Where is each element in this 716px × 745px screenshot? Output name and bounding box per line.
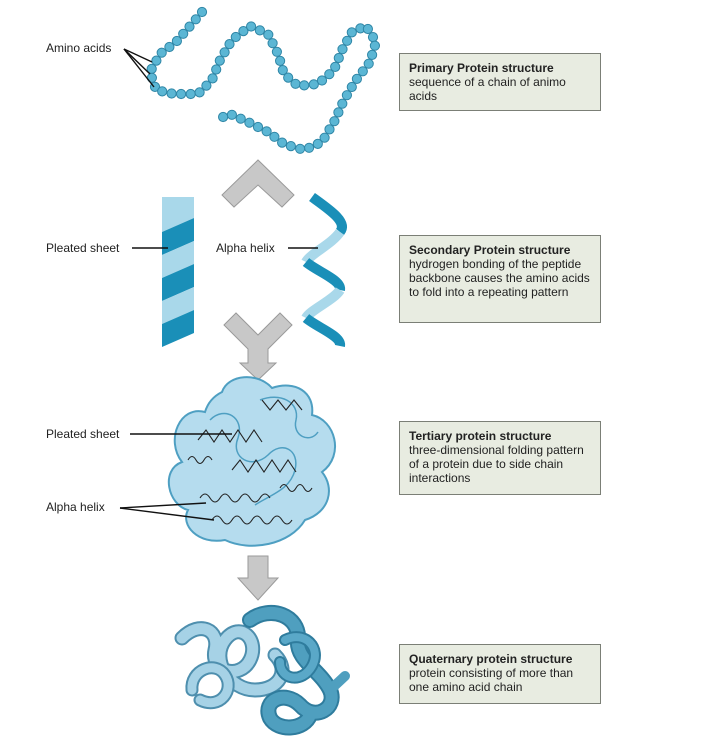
quaternary-structure (174, 604, 350, 736)
amino-acid-bead (184, 21, 195, 32)
amino-acid-bead (330, 61, 341, 73)
amino-acid-bead (283, 72, 294, 83)
tertiary-structure-description: three-dimensional folding pattern of a p… (409, 443, 584, 485)
amino-acid-bead (342, 35, 353, 46)
tertiary-structure (167, 376, 337, 547)
amino-acid-bead (252, 121, 264, 133)
primary-structure-description: sequence of a chain of animo acids (409, 75, 566, 103)
amino-acid-bead (151, 55, 162, 66)
amino-acid-bead (285, 141, 296, 152)
quaternary-structure-box: Quaternary protein structure protein con… (399, 644, 601, 704)
amino-acid-bead (346, 81, 357, 93)
amino-acid-bead (333, 107, 344, 118)
amino-acid-chain (146, 6, 380, 154)
amino-acid-bead (263, 29, 274, 40)
amino-acid-bead (224, 39, 235, 50)
secondary-structure-description: hydrogen bonding of the peptide backbone… (409, 257, 590, 299)
amino-acid-bead (267, 38, 278, 49)
amino-acids-leaders (123, 48, 155, 88)
primary-structure-box: Primary Protein structure sequence of a … (399, 53, 601, 111)
amino-acid-bead (295, 143, 306, 154)
amino-acid-bead (269, 131, 280, 142)
amino-acid-bead (277, 137, 288, 148)
amino-acid-bead (346, 27, 357, 38)
amino-acid-bead (196, 6, 208, 18)
merge-arrow (223, 312, 293, 381)
quaternary-structure-description: protein consisting of more than one amin… (409, 666, 574, 694)
amino-acid-bead (337, 98, 348, 109)
amino-acid-bead (178, 28, 189, 39)
alpha-helix-secondary (301, 192, 347, 347)
amino-acid-bead (369, 40, 380, 51)
amino-acid-bead (246, 21, 257, 32)
amino-acid-bead (329, 116, 340, 127)
alpha-helix-leaders-tertiary (119, 502, 215, 521)
amino-acid-bead (230, 31, 241, 43)
amino-acid-bead (235, 113, 246, 124)
amino-acid-bead (201, 80, 212, 91)
amino-acid-bead (299, 80, 310, 91)
amino-acid-bead (194, 87, 205, 98)
amino-acids-label: Amino acids (46, 41, 112, 55)
amino-acid-bead (157, 86, 168, 97)
amino-acid-bead (261, 126, 272, 137)
amino-acid-bead (185, 88, 196, 100)
amino-acid-bead (363, 58, 374, 69)
primary-structure-title: Primary Protein structure (409, 61, 554, 75)
amino-acid-bead (219, 47, 230, 58)
tertiary-structure-box: Tertiary protein structure three-dimensi… (399, 421, 601, 495)
amino-acid-bead (324, 124, 335, 135)
amino-acid-bead (290, 78, 301, 89)
amino-acid-bead (190, 14, 201, 25)
amino-acid-bead (218, 111, 229, 123)
pleated-sheet-secondary (162, 197, 194, 347)
amino-acid-bead (166, 88, 177, 99)
amino-acid-bead (164, 41, 175, 53)
alpha-helix-label-secondary: Alpha helix (216, 241, 275, 255)
tertiary-structure-title: Tertiary protein structure (409, 429, 552, 443)
amino-acid-bead (367, 32, 379, 43)
amino-acid-bead (171, 35, 182, 47)
pleated-sheet-label-secondary: Pleated sheet (46, 241, 120, 255)
secondary-structure-title: Secondary Protein structure (409, 243, 571, 257)
alpha-helix-label-tertiary: Alpha helix (46, 500, 105, 514)
amino-acid-bead (271, 46, 282, 57)
amino-acid-bead (156, 47, 167, 58)
split-arrow (221, 159, 295, 208)
amino-acid-bead (275, 55, 286, 67)
amino-acid-bead (333, 52, 344, 64)
amino-acid-bead (277, 65, 288, 76)
quaternary-structure-title: Quaternary protein structure (409, 652, 573, 666)
amino-acid-bead (362, 23, 373, 35)
amino-acid-bead (367, 49, 378, 61)
pleated-sheet-label-tertiary: Pleated sheet (46, 427, 120, 441)
amino-acid-bead (319, 132, 330, 143)
amino-acid-bead (176, 88, 187, 100)
amino-acid-bead (254, 25, 265, 36)
secondary-structure-box: Secondary Protein structure hydrogen bon… (399, 235, 601, 323)
amino-acid-bead (324, 69, 335, 80)
amino-acid-bead (304, 142, 315, 153)
amino-acid-bead (238, 26, 249, 37)
amino-acid-bead (341, 90, 352, 101)
amino-acid-bead (308, 79, 319, 90)
amino-acid-bead (211, 64, 222, 75)
amino-acid-bead (337, 44, 348, 55)
amino-acid-bead (351, 73, 362, 85)
amino-acid-bead (226, 109, 237, 120)
amino-acid-bead (244, 117, 255, 128)
down-arrow (236, 555, 280, 601)
amino-acid-bead (312, 138, 323, 149)
amino-acid-bead (207, 73, 218, 84)
amino-acid-bead (214, 55, 225, 66)
amino-acid-bead (357, 66, 368, 77)
amino-acid-bead (316, 75, 328, 86)
